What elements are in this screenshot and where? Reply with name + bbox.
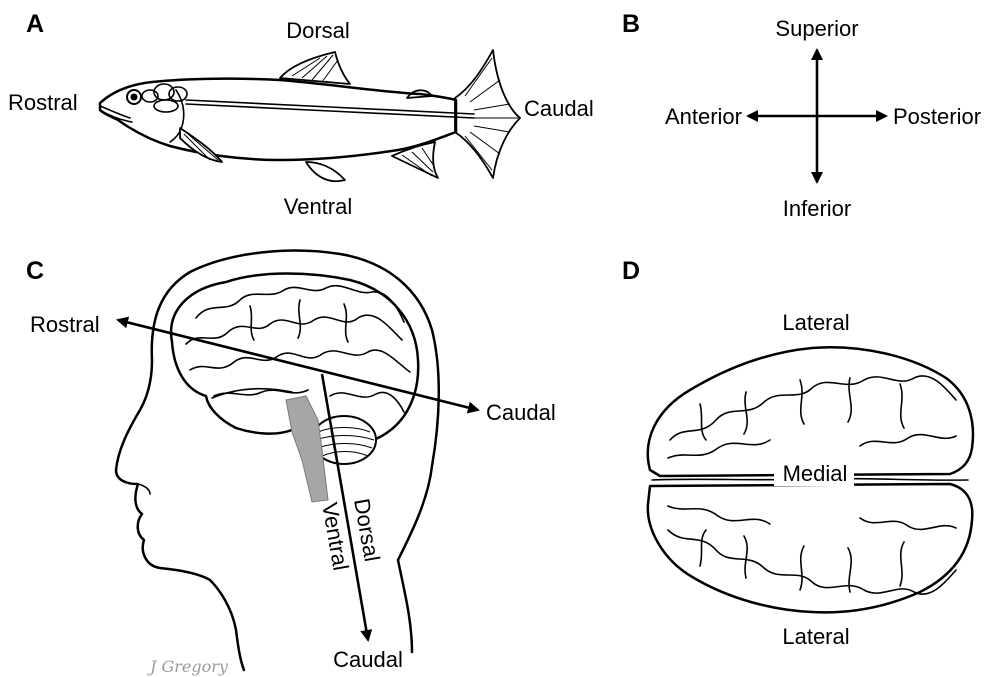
panel-c-letter: C bbox=[26, 257, 44, 285]
fish-label-rostral: Rostral bbox=[8, 90, 78, 115]
direction-cross bbox=[748, 50, 886, 182]
panel-a: A bbox=[8, 10, 594, 219]
brain-label-lateral-bottom: Lateral bbox=[782, 624, 849, 649]
fish-illustration bbox=[100, 50, 520, 181]
label-inferior: Inferior bbox=[783, 196, 851, 221]
panel-b-letter: B bbox=[622, 10, 640, 38]
left-hemisphere bbox=[648, 347, 973, 476]
head-label-dorsal: Dorsal bbox=[349, 497, 385, 564]
head-illustration bbox=[116, 251, 439, 670]
panel-c: C Ros bbox=[26, 251, 556, 676]
panel-d-letter: D bbox=[622, 257, 640, 285]
head-label-rostral: Rostral bbox=[30, 312, 100, 337]
brainstem bbox=[286, 396, 328, 502]
panel-d: D Lateral Medial Lateral bbox=[622, 257, 973, 649]
head-label-caudal-right: Caudal bbox=[486, 400, 556, 425]
head-label-ventral: Ventral bbox=[317, 501, 354, 573]
head-label-caudal-bottom: Caudal bbox=[333, 647, 403, 672]
panel-a-letter: A bbox=[26, 10, 44, 38]
artist-signature: J Gregory bbox=[147, 657, 229, 676]
fish-label-caudal: Caudal bbox=[524, 96, 594, 121]
brain-label-lateral-top: Lateral bbox=[782, 310, 849, 335]
fish-label-ventral: Ventral bbox=[284, 194, 353, 219]
right-hemisphere bbox=[648, 484, 972, 612]
fish-label-dorsal: Dorsal bbox=[286, 18, 350, 43]
label-superior: Superior bbox=[775, 16, 858, 41]
label-anterior: Anterior bbox=[665, 104, 742, 129]
panel-b: B Superior Inferior Anterior Posterior bbox=[622, 10, 981, 221]
label-posterior: Posterior bbox=[893, 104, 981, 129]
brain-label-medial: Medial bbox=[783, 461, 848, 486]
head-profile bbox=[116, 251, 439, 670]
rostral-caudal-arrow bbox=[118, 320, 478, 410]
